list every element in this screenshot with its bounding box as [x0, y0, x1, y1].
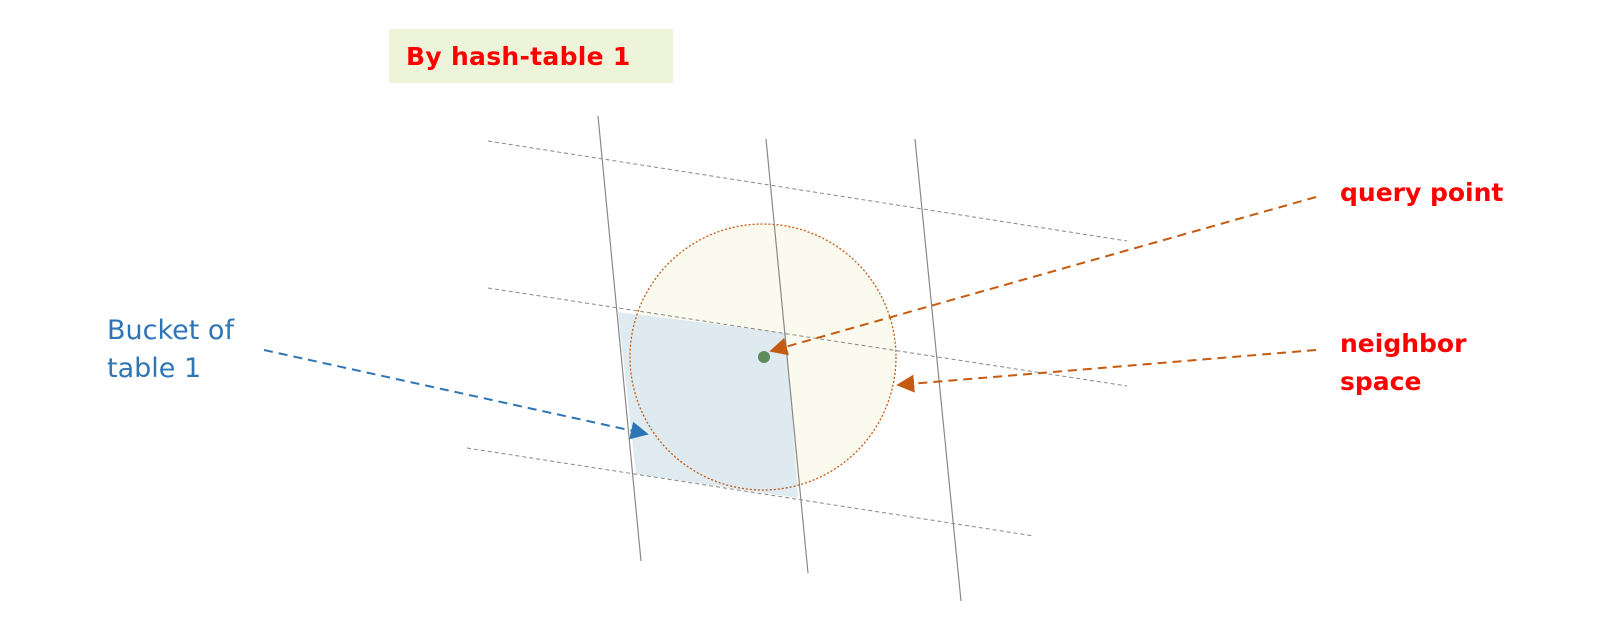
- hash-line-1: [487, 140, 1128, 242]
- hash-line-5: [765, 138, 809, 574]
- neighbor-space-circle: [629, 223, 897, 491]
- bucket-arrow: [263, 349, 649, 440]
- bucket-label-line2: table 1: [107, 353, 202, 384]
- hash-line-2: [487, 287, 1128, 387]
- hash-line-6: [914, 138, 962, 602]
- neighbor-space-label-line1: neighbor: [1340, 329, 1467, 358]
- diagram-title: By hash-table 1: [406, 41, 631, 71]
- query-point-arrow: [769, 196, 1317, 356]
- title-box: By hash-table 1: [389, 29, 673, 83]
- query-point-label: query point: [1340, 178, 1504, 207]
- bucket-label-line1: Bucket of: [107, 315, 234, 346]
- bucket-region: [618, 312, 798, 498]
- hash-line-4: [597, 115, 642, 562]
- neighbor-space-arrow: [896, 349, 1317, 393]
- neighbor-space-label-line2: space: [1340, 367, 1422, 396]
- hash-line-3: [466, 447, 1035, 537]
- query-point-dot: [758, 351, 770, 363]
